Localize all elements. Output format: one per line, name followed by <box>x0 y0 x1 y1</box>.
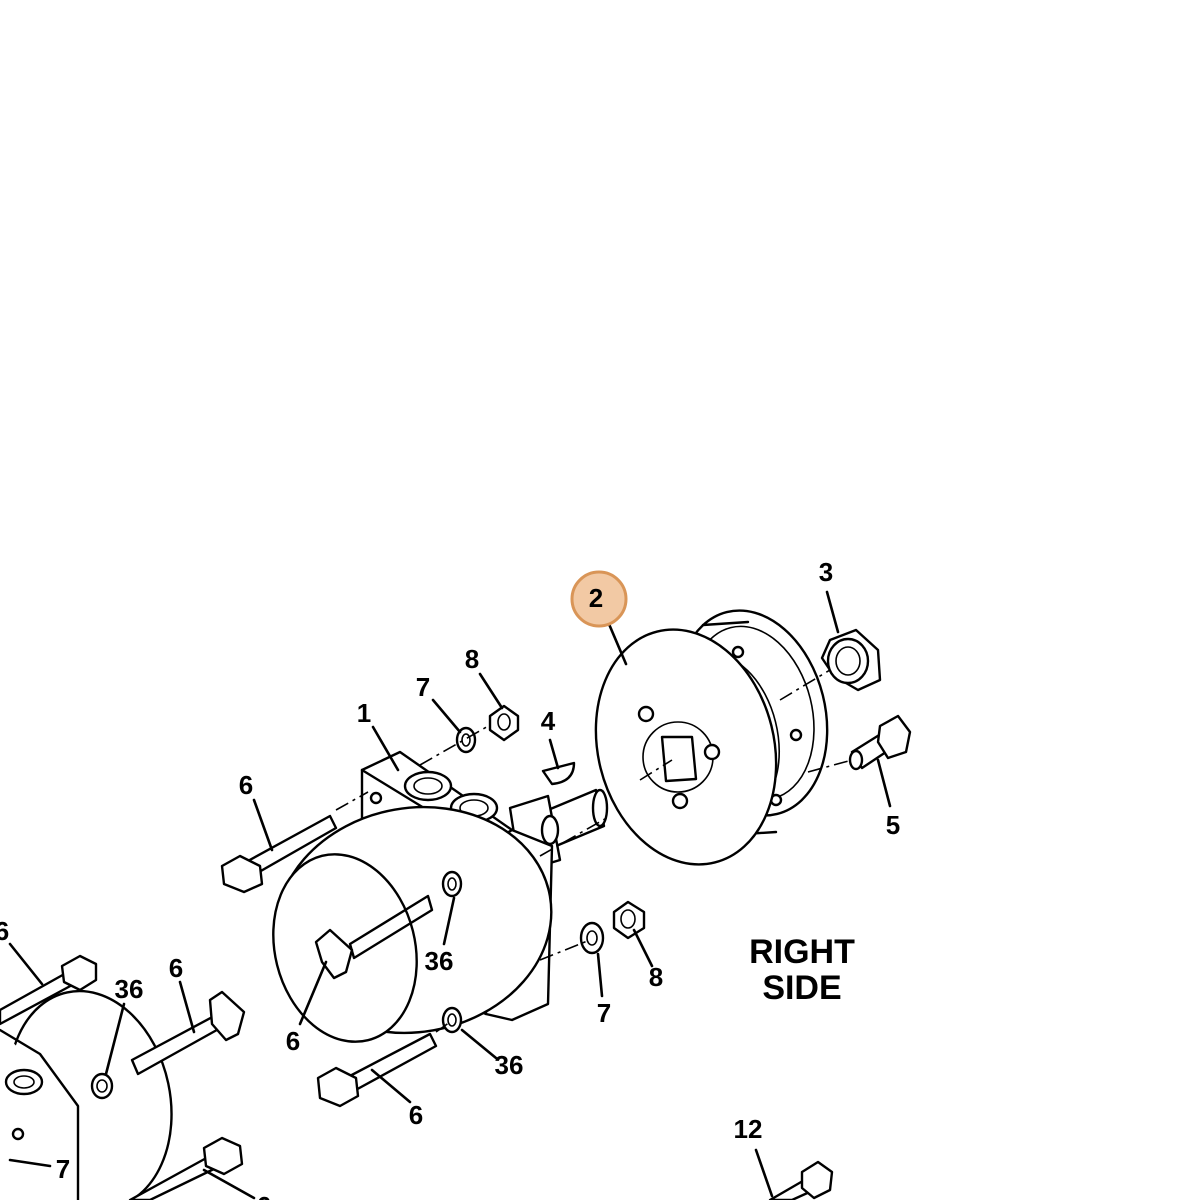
bolt-upper-left <box>220 814 338 894</box>
callout-6-lower[interactable]: 6 <box>409 1100 423 1130</box>
bolt-item-12 <box>768 1160 834 1200</box>
callout-5[interactable]: 5 <box>886 810 900 840</box>
callout-8-right[interactable]: 8 <box>649 962 663 992</box>
callout-4[interactable]: 4 <box>541 706 556 736</box>
callout-36-motor[interactable]: 36 <box>425 946 454 976</box>
callout-6-motor[interactable]: 6 <box>286 1026 300 1056</box>
leader-lines <box>8 590 892 1200</box>
callout-7-right[interactable]: 7 <box>597 998 611 1028</box>
callout-2[interactable]: 2 <box>589 583 603 613</box>
bolt-item-5 <box>848 714 912 771</box>
hydraulic-motor <box>272 750 554 1043</box>
highlight-marker[interactable] <box>570 570 628 628</box>
callout-6-mid-left[interactable]: 6 <box>169 953 183 983</box>
callout-3[interactable]: 3 <box>819 557 833 587</box>
callout-7-bottom-left[interactable]: 7 <box>56 1154 70 1184</box>
secondary-motor-partial <box>0 954 246 1200</box>
woodruff-key <box>541 761 576 786</box>
callout-1[interactable]: 1 <box>357 698 371 728</box>
callout-6-upper[interactable]: 6 <box>239 770 253 800</box>
washers-motor <box>441 704 646 1034</box>
pulley-sheave <box>594 609 829 866</box>
callout-12[interactable]: 12 <box>734 1114 763 1144</box>
bolt-lower-left <box>316 1032 438 1108</box>
side-label-line2: SIDE <box>762 969 841 1007</box>
callout-6-bottom[interactable]: 6 <box>257 1191 271 1200</box>
callout-36-left[interactable]: 36 <box>115 974 144 1004</box>
alignment-lines <box>335 669 853 1033</box>
callout-36-lower[interactable]: 36 <box>495 1050 524 1080</box>
callout-7-top[interactable]: 7 <box>416 672 430 702</box>
side-label-line1: RIGHT <box>749 933 855 971</box>
hex-nut <box>820 628 882 692</box>
callout-6-edge[interactable]: 6 <box>0 916 9 946</box>
callout-8-top[interactable]: 8 <box>465 644 479 674</box>
